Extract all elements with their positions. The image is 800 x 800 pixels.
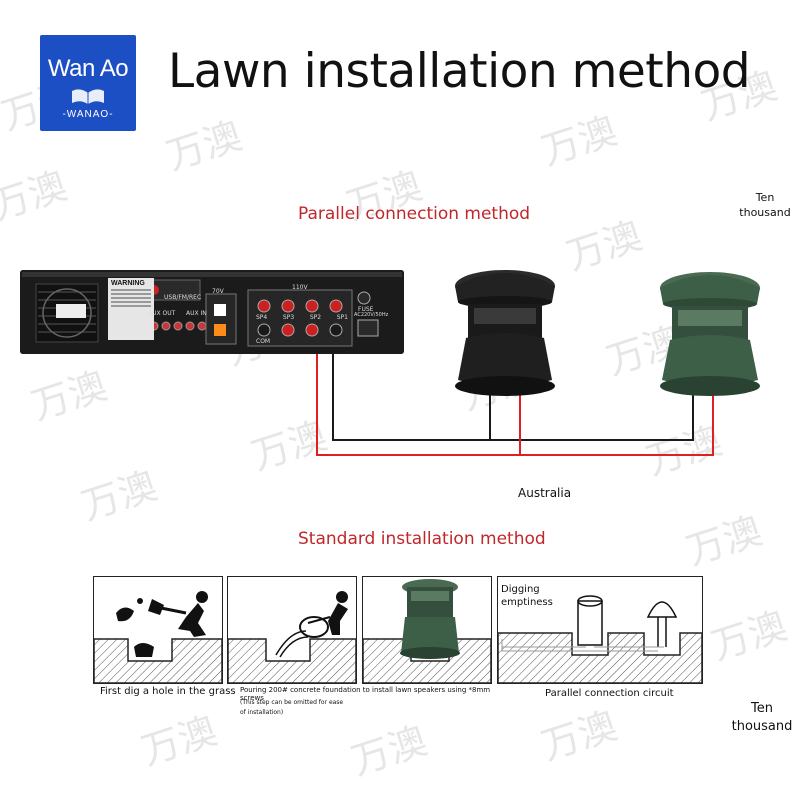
ten-thousand-label-bottom: Ten thousand bbox=[731, 701, 793, 734]
green-lawn-speaker bbox=[660, 272, 760, 396]
australia-label: Australia bbox=[518, 486, 572, 500]
book-icon bbox=[72, 89, 104, 104]
ten-thousand-label-top: Ten thousand bbox=[739, 191, 791, 219]
110v-label: 110V bbox=[292, 284, 308, 291]
step-panel-install bbox=[362, 576, 492, 684]
sp-label: SP1 bbox=[336, 314, 348, 321]
brand-logo: Wan Ao -WANAO- bbox=[40, 35, 136, 131]
step-caption-concrete: Pouring 200# concrete foundation to inst… bbox=[240, 686, 491, 702]
red-wire bbox=[316, 335, 714, 456]
speaker-install-illustration bbox=[362, 579, 492, 684]
com-label: COM bbox=[256, 338, 271, 345]
page-title: Lawn installation method bbox=[168, 44, 751, 99]
70v-label: 70V bbox=[212, 288, 224, 295]
sp-label-row: SP4 SP3 SP2 SP1 bbox=[256, 314, 348, 321]
step-caption-dig: First dig a hole in the grass bbox=[100, 686, 236, 697]
sp-label: SP3 bbox=[282, 314, 295, 321]
step-panel-parallel: Digging emptiness bbox=[497, 576, 703, 684]
amplifier-graphic bbox=[20, 270, 404, 354]
concrete-pouring-illustration bbox=[227, 591, 357, 684]
usb-label: USB/FM/REC bbox=[164, 294, 202, 301]
warning-label: WARNING bbox=[111, 280, 145, 287]
step-caption-parallel: Parallel connection circuit bbox=[545, 688, 674, 699]
step-caption-concrete-note: (This step can be omitted for ease of in… bbox=[240, 699, 344, 716]
step-panel-concrete bbox=[227, 576, 357, 684]
aux-in-label: AUX IN bbox=[186, 310, 207, 317]
parallel-heading: Parallel connection method bbox=[298, 204, 531, 224]
amplifier-back-panel: WARNING USB/FM/REC AUX OUT AUX IN 70V 11… bbox=[20, 270, 404, 354]
ac-label: AC220V/50Hz bbox=[354, 312, 389, 318]
step-panel-dig bbox=[93, 576, 223, 684]
logo-brand-name: Wan Ao bbox=[47, 55, 129, 82]
logo-subtitle: -WANAO- bbox=[62, 109, 114, 120]
aux-out-label: AUX OUT bbox=[148, 310, 176, 317]
digging-emptiness-label: Digging emptiness bbox=[501, 584, 553, 608]
digging-illustration bbox=[93, 591, 223, 684]
standard-heading: Standard installation method bbox=[298, 529, 546, 549]
black-wire bbox=[332, 335, 694, 441]
sp-label: SP4 bbox=[256, 314, 268, 321]
warning-sticker: WARNING bbox=[108, 278, 154, 340]
fuse-label: FUSE bbox=[358, 306, 374, 313]
black-lawn-speaker bbox=[455, 270, 555, 396]
sp-label: SP2 bbox=[309, 314, 322, 321]
